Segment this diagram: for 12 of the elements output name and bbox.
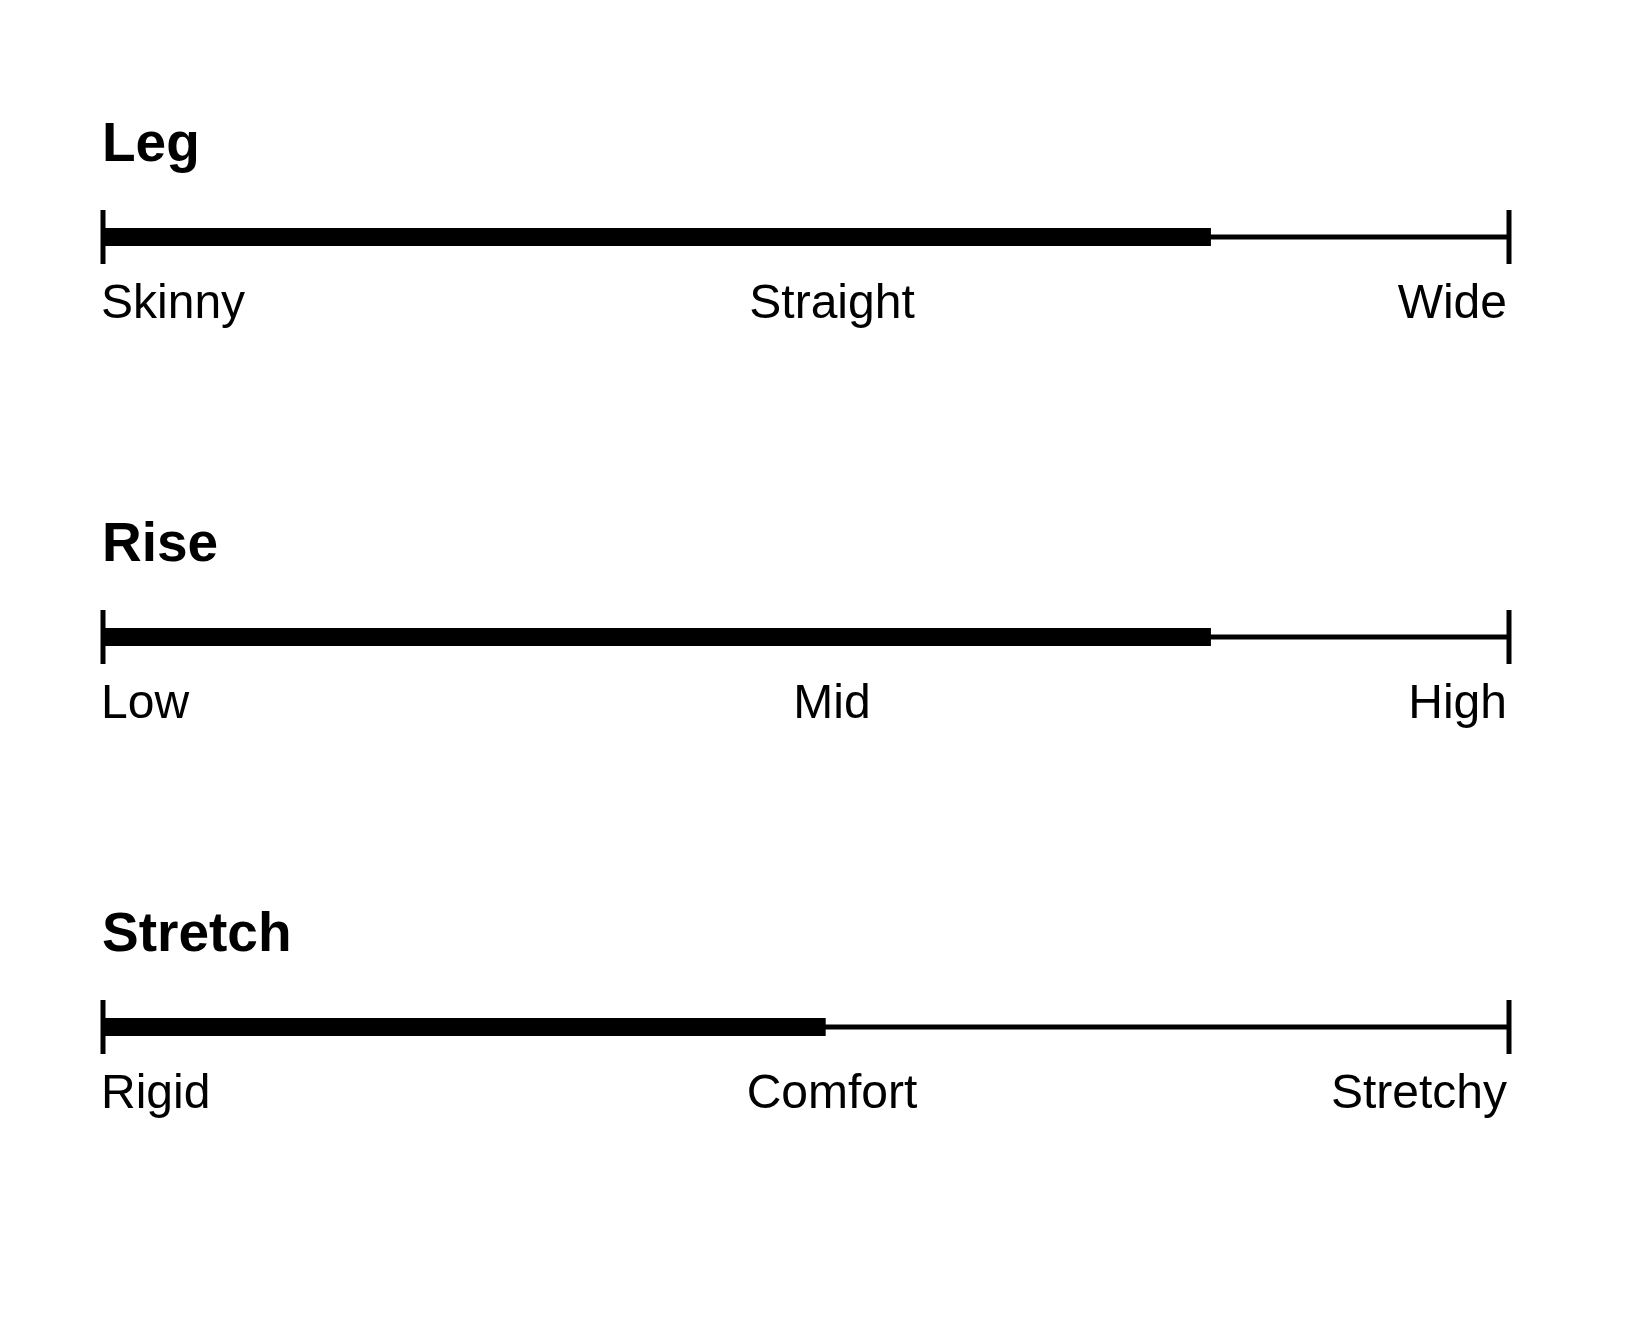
scale-label: Comfort	[746, 1068, 918, 1117]
scale-label: Mid	[793, 678, 871, 727]
section-heading: Leg	[102, 115, 200, 171]
scale-label: Skinny	[101, 278, 246, 327]
scale-label: Stretchy	[1330, 1068, 1507, 1117]
scale-label: Wide	[1397, 278, 1507, 327]
scale-label: High	[1408, 678, 1507, 727]
scale-label: Straight	[749, 278, 915, 327]
section-heading: Stretch	[102, 905, 292, 961]
scale-label: Low	[101, 678, 190, 727]
scale-label: Rigid	[101, 1068, 211, 1117]
section-heading: Rise	[102, 515, 219, 571]
